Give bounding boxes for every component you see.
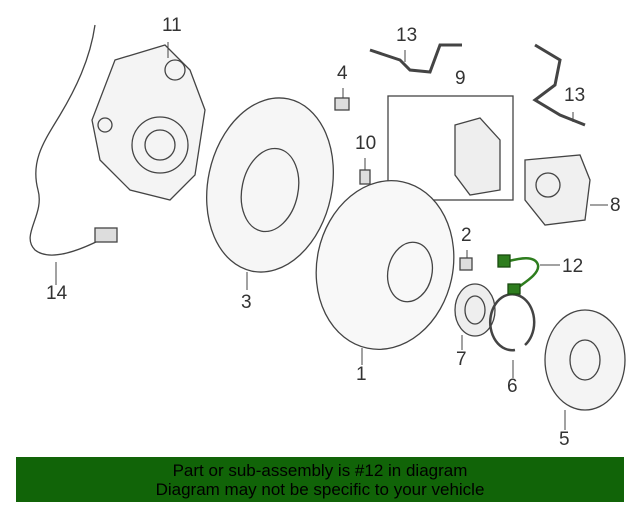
callout-13-upper: 13 bbox=[396, 25, 418, 46]
callout-10: 10 bbox=[355, 133, 377, 154]
bolt-10[interactable] bbox=[359, 169, 371, 185]
brake-hose-upper[interactable] bbox=[369, 43, 462, 74]
abs-sensor[interactable] bbox=[94, 227, 118, 243]
dust-shield[interactable] bbox=[191, 86, 349, 284]
callout-11: 11 bbox=[162, 15, 182, 36]
callout-3: 3 bbox=[241, 292, 252, 313]
callout-2: 2 bbox=[461, 225, 472, 246]
callout-4: 4 bbox=[337, 63, 348, 84]
callout-9: 9 bbox=[455, 68, 466, 89]
circlip[interactable] bbox=[488, 292, 536, 352]
callout-13-right: 13 bbox=[564, 85, 586, 106]
abs-sensor-wire[interactable] bbox=[29, 24, 101, 256]
banner-line-2: Diagram may not be specific to your vehi… bbox=[155, 480, 485, 499]
wheel-hub[interactable] bbox=[544, 309, 626, 411]
steering-knuckle[interactable] bbox=[91, 44, 206, 201]
callout-6: 6 bbox=[507, 376, 518, 397]
callout-5: 5 bbox=[559, 429, 570, 450]
callout-12: 12 bbox=[562, 256, 584, 277]
callout-14: 14 bbox=[46, 283, 68, 304]
brake-wear-sensor[interactable] bbox=[504, 257, 540, 291]
diagram-notice-banner: Part or sub-assembly is #12 in diagram D… bbox=[16, 457, 624, 502]
caliper-carrier-kit-box[interactable] bbox=[387, 95, 514, 201]
callout-1: 1 bbox=[356, 364, 367, 385]
banner-line-1: Part or sub-assembly is #12 in diagram bbox=[172, 461, 468, 480]
brake-rotor[interactable] bbox=[301, 168, 469, 363]
bolt-2[interactable] bbox=[459, 257, 473, 271]
brake-caliper[interactable] bbox=[524, 154, 591, 226]
bolt-4[interactable] bbox=[334, 97, 350, 111]
callout-7: 7 bbox=[456, 349, 467, 370]
callout-8: 8 bbox=[610, 195, 621, 216]
brake-hose-right[interactable] bbox=[532, 43, 586, 127]
wheel-bearing[interactable] bbox=[454, 283, 496, 337]
